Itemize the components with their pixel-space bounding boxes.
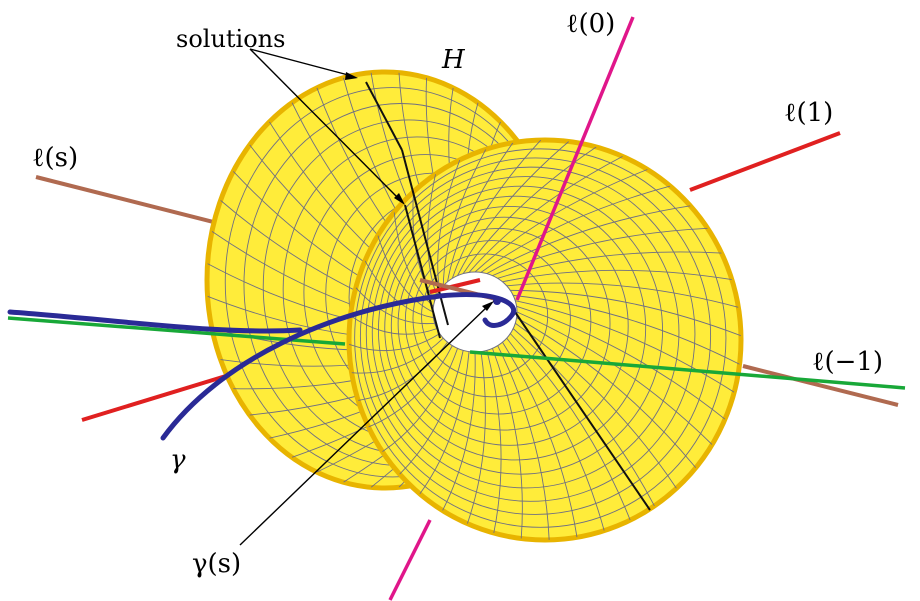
line-ell-neg1-right [469,350,906,390]
label-gamma: γ [170,445,186,475]
mesh-ruling [412,191,436,301]
mesh-ruling [492,227,708,277]
line-ell-0-top [515,16,635,301]
mesh-ruling [510,289,741,337]
label-solutions: solutions [176,25,285,53]
mesh-ruling [437,159,461,291]
mesh-ruling [382,348,458,453]
label-gamma-s: γ(s) [192,549,241,579]
mesh-ring [412,240,571,398]
mesh-ruling [419,351,470,495]
mesh-ruling [516,305,726,420]
mesh-ruling [451,140,542,279]
mesh-ruling [486,350,502,534]
mesh-ruling [368,345,453,428]
mesh-ring [354,148,727,528]
mesh-ring [384,195,647,461]
mesh-ruling [442,149,487,286]
mesh-ring [397,216,611,431]
mesh-ring [390,206,629,446]
mesh-ruling [516,317,697,469]
mesh-ruling [497,251,722,279]
label-ell-neg1: ℓ(−1) [812,347,883,377]
mesh-ruling [502,269,732,283]
label-ell-s: ℓ(s) [32,143,78,173]
mesh-ruling [457,141,570,276]
mesh-ring [359,157,712,515]
point-gamma-s [493,297,501,305]
label-H: H [441,45,466,75]
label-ell-0: ℓ(0) [566,9,615,39]
mesh-ruling [515,300,735,393]
mesh-ruling [513,294,740,365]
mesh-ruling [480,185,671,273]
hyperboloid-front-sheet [346,137,744,543]
mesh-ruling [510,333,631,521]
mesh-ring [421,253,549,379]
mesh-ruling [497,345,550,540]
mesh-ruling [516,311,713,445]
mesh-ruling [364,260,434,319]
curve-gamma [7,292,517,441]
mesh-ruling [512,328,655,507]
mesh-ruling [506,282,739,308]
mesh-ruling [466,351,486,524]
annotation-arrows [239,48,494,546]
mesh-ruling [468,155,623,273]
mesh-ruling [442,351,476,511]
mesh-ruling [351,337,444,374]
line-ell-s-right [742,364,899,407]
mesh-ruling [486,205,691,275]
mesh-ruling [447,142,514,282]
line-ell-0-bottom [388,519,432,601]
solution-line-front-1 [404,204,441,339]
line-ell-1-throat [429,278,481,294]
mesh-ruling [515,322,677,489]
mesh-ring [371,176,680,489]
mesh-ring [365,166,696,502]
mesh-ruling [506,337,605,531]
mesh-ruling [377,235,434,313]
solution-line-front-2 [514,311,651,511]
mesh-ruling [355,287,435,325]
mesh-ruling [399,350,464,475]
solution-line-back [365,81,403,151]
mesh-ruling [502,341,578,538]
mesh-ruling [492,348,523,539]
label-ell-1: ℓ(1) [784,98,833,128]
line-ell-1-right [689,131,841,192]
mesh-ruling [350,315,437,335]
mesh-ruling [462,146,597,274]
mesh-ruling [349,333,440,352]
